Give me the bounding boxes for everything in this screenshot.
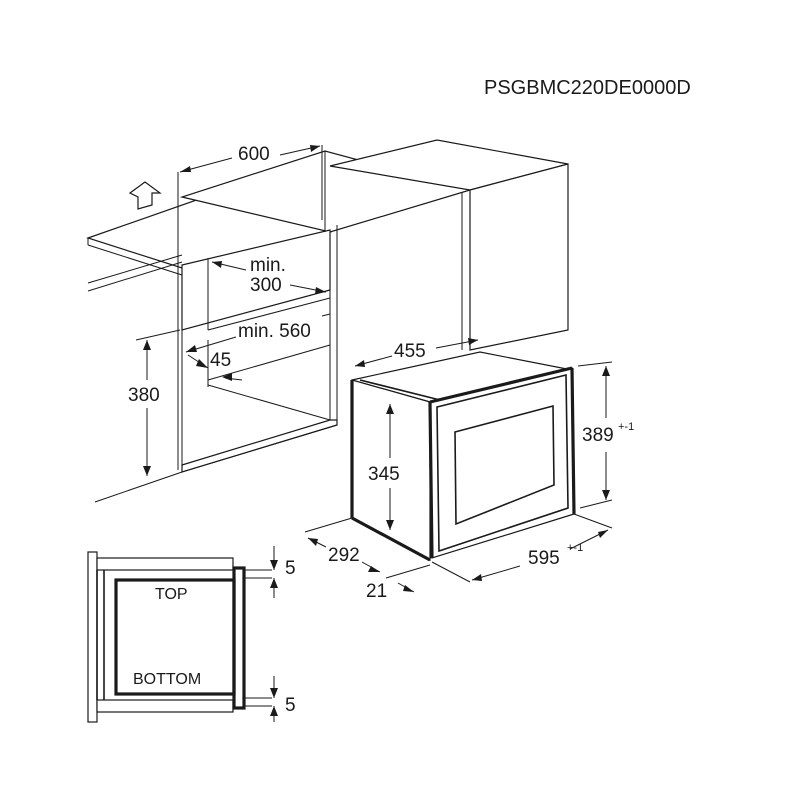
oven-unit (350, 351, 576, 562)
model-code: PSGBMC220DE0000D (484, 77, 691, 99)
dim-oven-width: 595 +-1 (431, 513, 613, 583)
dim-min-depth: min. 560 (185, 313, 331, 353)
dim-300-label: 300 (250, 275, 282, 296)
dim-455-label: 455 (394, 341, 426, 362)
dim-clearance-bottom: 5 (270, 676, 296, 722)
oven-door (436, 373, 569, 553)
section-label-top: TOP (155, 586, 188, 603)
oven-window (454, 404, 555, 526)
up-arrow-icon (128, 181, 162, 210)
dim-345-label: 345 (368, 464, 400, 485)
section-label-bottom: BOTTOM (133, 671, 201, 688)
tall-unit-side (469, 163, 569, 351)
dim-5-bottom-label: 5 (285, 695, 296, 716)
section-rear-post (87, 551, 98, 723)
dim-oven-body-depth: 292 (304, 517, 381, 573)
dim-frame-thickness: 21 (366, 564, 431, 602)
kitchen-cabinet (86, 139, 569, 503)
dim-595-label: 595 (528, 548, 560, 569)
section-front-frame (232, 566, 246, 710)
dim-ventilation-gap: 45 (187, 350, 243, 387)
dim-45-label: 45 (210, 350, 231, 371)
dim-21-label: 21 (366, 581, 387, 602)
dim-min-560-label: min. 560 (238, 321, 311, 342)
dim-5-top-label: 5 (285, 558, 296, 579)
section-bottom-slab (96, 699, 234, 713)
dim-292-label: 292 (328, 545, 360, 566)
dim-opening-height: 380 (128, 329, 181, 476)
dim-oven-height-front: 389 +-1 (577, 361, 634, 509)
cabinet-bottom-shelf (181, 419, 338, 473)
dim-cabinet-width: 600 (179, 144, 321, 173)
dim-min-label: min. (250, 255, 286, 276)
dim-380-label: 380 (128, 385, 160, 406)
dim-oven-depth-top: 455 (354, 338, 479, 367)
dim-389-tolerance: +-1 (618, 421, 634, 433)
dim-389-label: 389 (582, 425, 614, 446)
dim-595-tolerance: +-1 (567, 542, 583, 554)
dim-clearance-top: 5 (270, 546, 296, 598)
cross-section: TOP BOTTOM (87, 551, 272, 723)
section-top-slab (96, 557, 234, 571)
dim-min-opening-height: min. 300 (211, 255, 327, 296)
dim-600-label: 600 (238, 144, 270, 165)
dim-oven-height-body: 345 (368, 404, 400, 530)
